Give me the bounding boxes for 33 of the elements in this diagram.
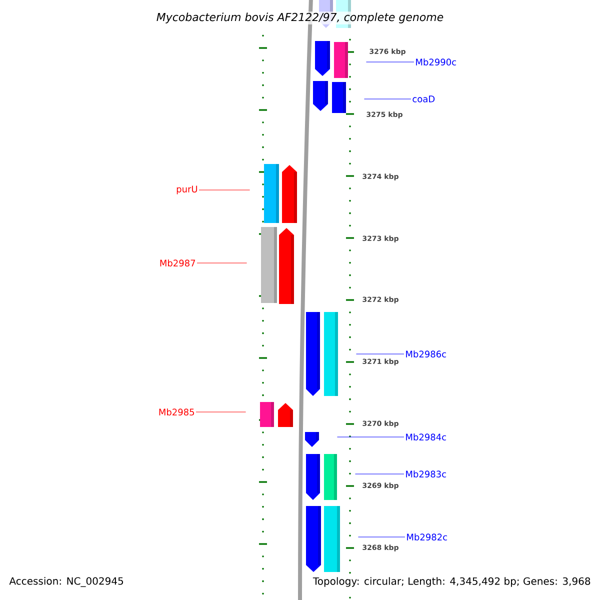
gene-feature	[306, 506, 321, 572]
gene-label: Mb2984c	[406, 434, 446, 440]
summary-text: Topology: circular; Length: 4,345,492 bp; Genes: 3,968	[312, 576, 592, 588]
gene-label: Mb2983c	[406, 470, 446, 478]
gene-feature	[260, 402, 274, 427]
gene-label: Mb2986c	[406, 350, 446, 358]
gene-feature	[306, 454, 320, 500]
gene-feature	[261, 227, 277, 303]
gene-label: Mb2985	[159, 408, 194, 416]
leader-line	[358, 536, 406, 538]
accession-text: Accession: NC_002945	[9, 577, 124, 587]
gene-feature	[305, 432, 319, 447]
gene-feature	[282, 165, 297, 223]
gene-feature	[334, 42, 348, 78]
gene-label: coaD	[412, 96, 435, 102]
gene-feature	[324, 312, 338, 396]
gene-feature	[279, 228, 294, 304]
gene-feature	[278, 403, 293, 427]
gene-feature	[313, 81, 328, 111]
gene-label: Mb2987	[160, 260, 196, 266]
gene-feature	[264, 164, 279, 223]
gene-label: Mb2982c	[407, 534, 447, 540]
leader-line	[336, 436, 404, 438]
gene-feature	[324, 454, 337, 500]
gene-feature	[332, 82, 346, 113]
leader-line	[196, 262, 248, 264]
gene-feature	[315, 41, 330, 76]
gene-label: Mb2990c	[416, 58, 456, 66]
leader-line	[364, 98, 412, 100]
gene-feature	[324, 506, 340, 572]
gene-label: purU	[176, 186, 198, 194]
gene-feature	[306, 312, 320, 396]
title: Mycobacterium bovis AF2122/97, complete genome	[155, 12, 445, 24]
